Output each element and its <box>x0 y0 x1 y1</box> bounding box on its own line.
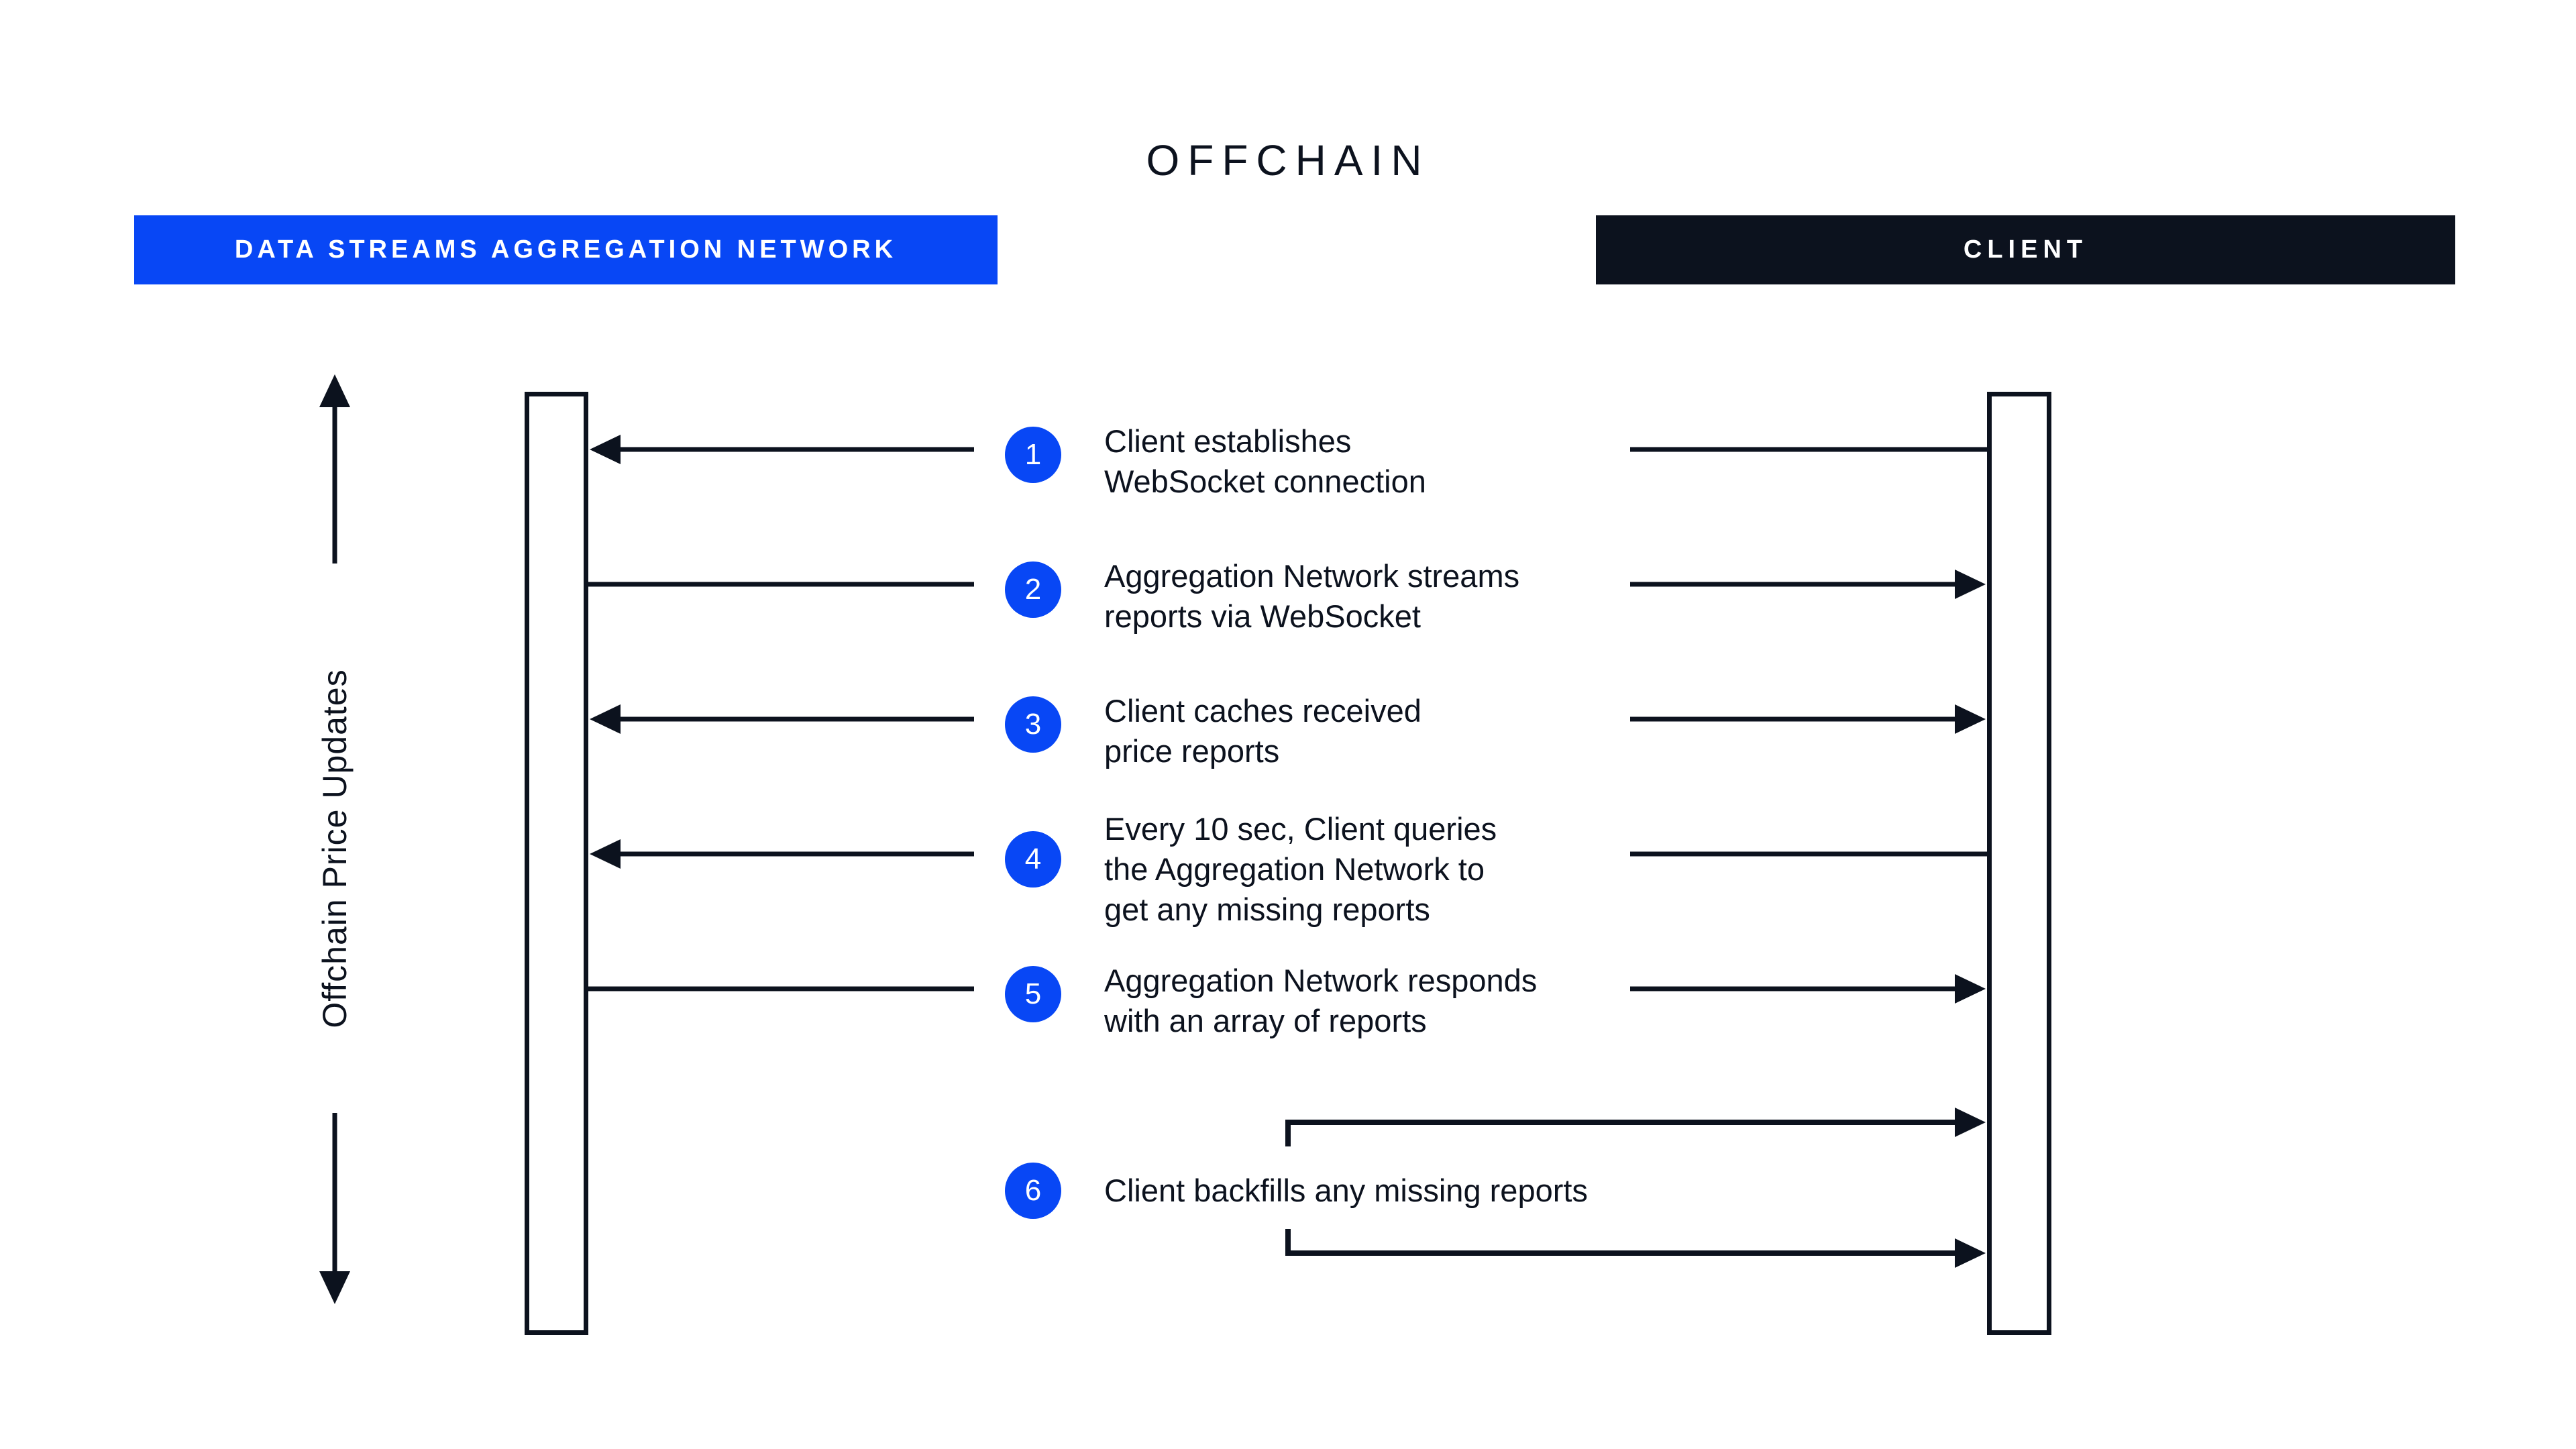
arrow-step-1 <box>590 435 1987 464</box>
step-3-badge: 3 <box>1005 696 1061 753</box>
step-6-badge: 6 <box>1005 1163 1061 1219</box>
step-2-badge: 2 <box>1005 561 1061 618</box>
arrow-step-6-loop <box>1285 1108 1986 1268</box>
client-lifeline <box>1987 392 2051 1335</box>
arrow-step-5 <box>588 974 1986 1004</box>
arrow-step-2 <box>588 570 1986 599</box>
step-2-text: Aggregation Network streams reports via … <box>1104 558 1520 634</box>
step-1-text: Client establishes WebSocket connection <box>1104 423 1426 499</box>
step-3-text: Client caches received price reports <box>1104 693 1421 769</box>
client-lane-header: CLIENT <box>1596 215 2455 284</box>
network-lifeline <box>525 392 588 1335</box>
step-5-badge: 5 <box>1005 966 1061 1022</box>
step-5-text: Aggregation Network responds with an arr… <box>1104 963 1538 1038</box>
diagram-title: OFFCHAIN <box>1146 136 1430 184</box>
step-4-badge: 4 <box>1005 831 1061 888</box>
axis-down-arrow <box>319 1113 350 1304</box>
step-1-badge: 1 <box>1005 427 1061 483</box>
arrow-step-4 <box>590 839 1987 869</box>
arrow-step-3 <box>590 704 1986 734</box>
network-lane-header: DATA STREAMS AGGREGATION NETWORK <box>134 215 998 284</box>
step-4-text: Every 10 sec, Client queries the Aggrega… <box>1104 811 1497 927</box>
axis-up-arrow <box>319 374 350 564</box>
step-6-text: Client backfills any missing reports <box>1104 1173 1588 1208</box>
